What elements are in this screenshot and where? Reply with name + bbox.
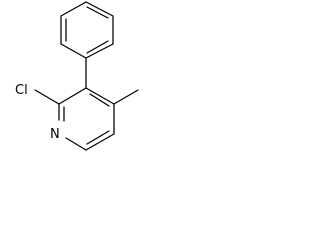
pyridine-ring bbox=[58, 87, 115, 151]
nitrogen-label: N bbox=[50, 127, 60, 142]
chlorine-label: Cl bbox=[15, 83, 28, 98]
structure-canvas: Cl N bbox=[0, 0, 155, 207]
molecule-structure: Cl N bbox=[15, 1, 139, 151]
c-cl-bond bbox=[34, 89, 60, 105]
methyl-bond bbox=[113, 89, 139, 105]
phenyl-ring bbox=[60, 1, 114, 59]
